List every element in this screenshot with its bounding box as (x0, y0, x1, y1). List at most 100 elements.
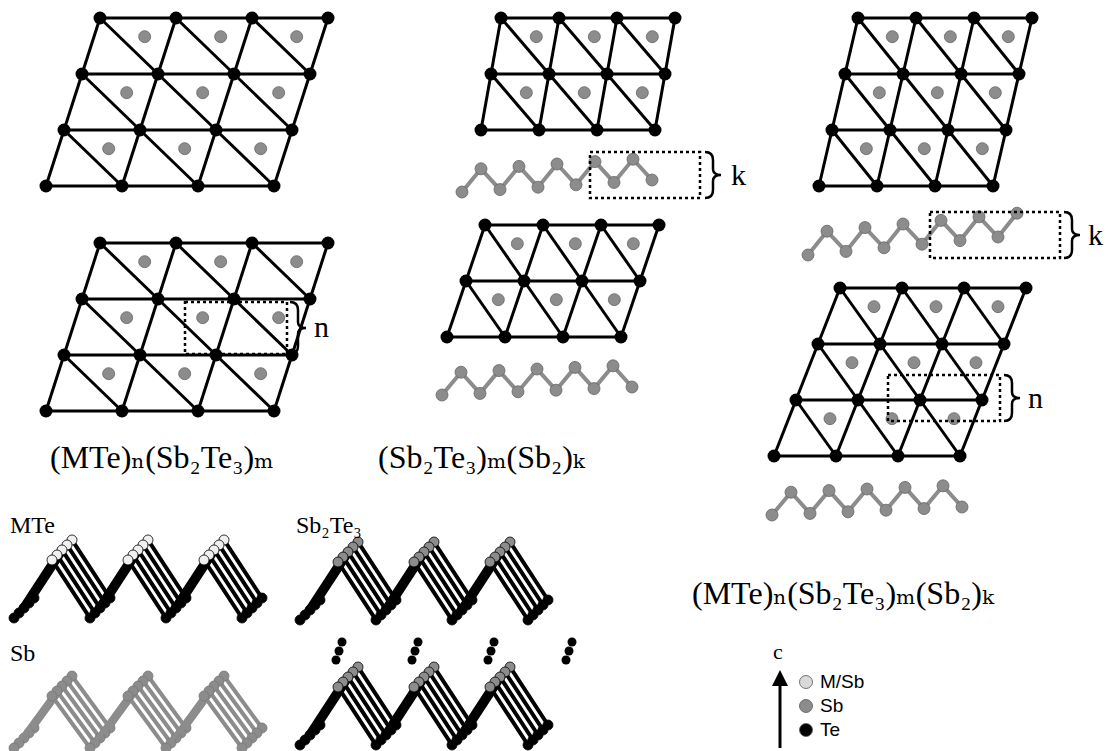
atom (485, 557, 495, 567)
bond-line (82, 74, 140, 130)
sb-atom (179, 368, 191, 380)
bond-line (524, 281, 563, 337)
sb-atom (578, 87, 590, 99)
bond-line (818, 344, 858, 400)
te-atom (830, 450, 843, 463)
sb-atom (802, 249, 814, 261)
legend-swatch (800, 676, 813, 689)
te-atom (914, 394, 927, 407)
bond-line (845, 73, 1019, 76)
bond-line (176, 18, 234, 74)
bond-line (818, 343, 1004, 346)
bond-line (140, 130, 198, 186)
te-atom (490, 638, 499, 647)
layer-bond (300, 687, 528, 745)
te-atom (411, 647, 420, 656)
atom (85, 743, 95, 751)
te-atom (659, 68, 672, 81)
bond-line (505, 225, 543, 337)
te-atom (1013, 68, 1026, 81)
sb-atom (918, 503, 930, 515)
sb-chain (766, 480, 968, 521)
sb-atom (569, 238, 581, 250)
axis-label: c (773, 640, 783, 664)
atom (447, 615, 457, 625)
bond-line (621, 225, 659, 337)
te-atom (479, 219, 492, 232)
sb-atom (474, 387, 486, 399)
te-atom (246, 12, 259, 25)
te-atom (874, 338, 887, 351)
layer-bond (300, 562, 528, 620)
bond-line (447, 336, 621, 339)
te-atom (615, 331, 628, 344)
te-atom (987, 180, 1000, 193)
sb-atom (455, 366, 467, 378)
bond-line (601, 225, 640, 281)
te-atom (484, 656, 493, 665)
sb-atom (930, 301, 942, 313)
atom (523, 740, 533, 750)
bond-line (216, 355, 274, 411)
layer-stack (295, 662, 553, 750)
sb-atom (436, 389, 448, 401)
sb-atom (179, 143, 191, 155)
bond-line (64, 354, 292, 357)
te-atom (335, 647, 344, 656)
bond-line (481, 129, 655, 132)
te-atom (134, 124, 147, 137)
legend-text: Te (820, 720, 840, 741)
te-atom (543, 68, 556, 81)
layer-bond (305, 682, 533, 740)
sb-atom (475, 163, 487, 175)
layer-stack (9, 671, 267, 751)
sb-atom (878, 242, 890, 254)
sb-atom (823, 485, 835, 497)
dotted-box (590, 152, 700, 198)
te-atom (332, 656, 341, 665)
te-atom (896, 282, 909, 295)
te-atom (192, 405, 205, 418)
te-atom (210, 124, 223, 137)
bond-line (122, 243, 176, 411)
te-atom (134, 349, 147, 362)
te-atom (76, 293, 89, 306)
lattice-block (40, 12, 335, 193)
sb-atom (824, 413, 836, 425)
sb-atom (512, 386, 524, 398)
bond-line (64, 355, 122, 411)
te-atom (414, 638, 423, 647)
te-atom (826, 124, 839, 137)
layer-stack (9, 535, 267, 623)
arrow-head (772, 670, 788, 686)
atom (123, 555, 133, 565)
legend-entry: Te (798, 720, 840, 741)
te-atom (968, 12, 981, 25)
te-atom (322, 12, 335, 25)
bond-line (563, 225, 601, 337)
te-atom (116, 180, 129, 193)
te-atom (958, 282, 971, 295)
te-atom (499, 331, 512, 344)
bond-line (481, 18, 501, 130)
te-atom (955, 68, 968, 81)
layer-bond (14, 696, 242, 748)
atom (47, 555, 57, 565)
te-atom (268, 405, 281, 418)
te-atom (669, 12, 682, 25)
axis-arrow (779, 684, 782, 748)
bond-line (902, 288, 942, 344)
sb-atom (532, 181, 544, 193)
sb-atom (948, 413, 960, 425)
te-atom (976, 394, 989, 407)
legend-entry: M/Sb (798, 672, 864, 693)
bond-line (549, 74, 597, 130)
te-atom (94, 12, 107, 25)
bond-line (960, 288, 1026, 456)
sb-atom (861, 483, 873, 495)
te-atom (653, 219, 666, 232)
te-atom (286, 124, 299, 137)
te-atom (152, 68, 165, 81)
te-atom (562, 656, 571, 665)
